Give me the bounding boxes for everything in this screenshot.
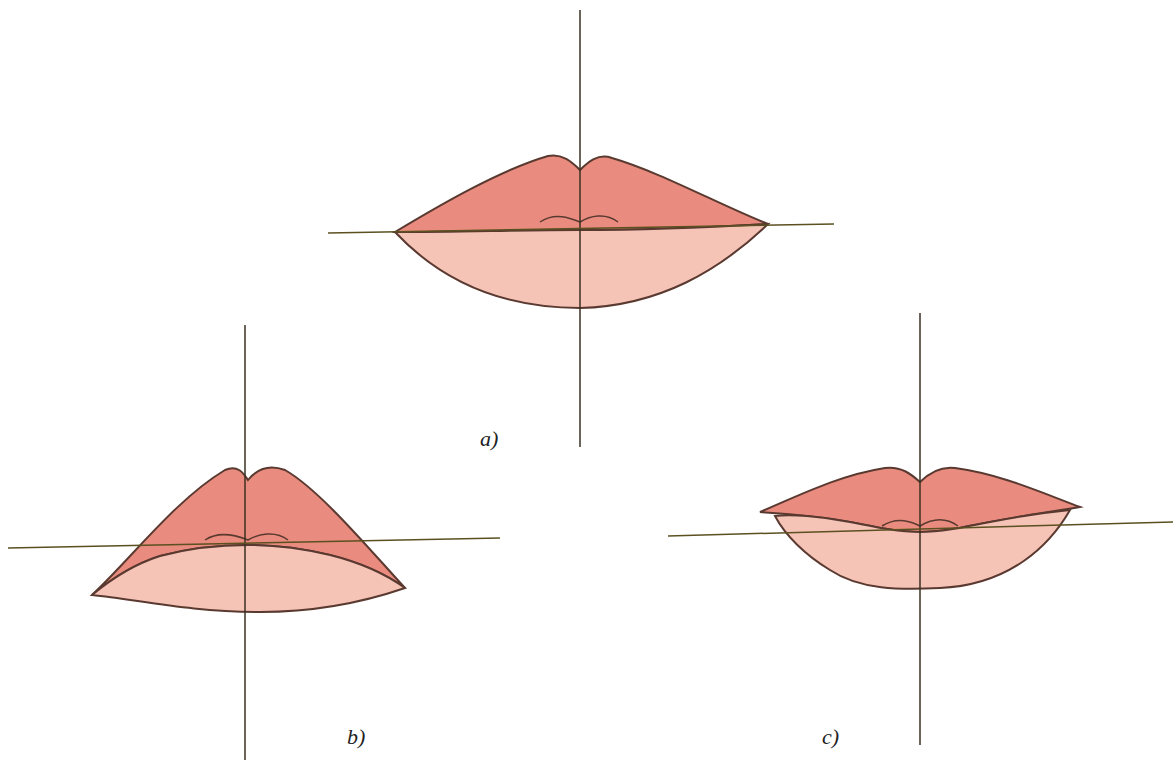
figure-label: a) xyxy=(480,428,498,450)
figure-label: b) xyxy=(347,726,365,748)
lips-a xyxy=(328,10,834,447)
figure-label: c) xyxy=(822,726,839,748)
lips-b xyxy=(8,325,500,760)
lips-c xyxy=(668,313,1173,745)
